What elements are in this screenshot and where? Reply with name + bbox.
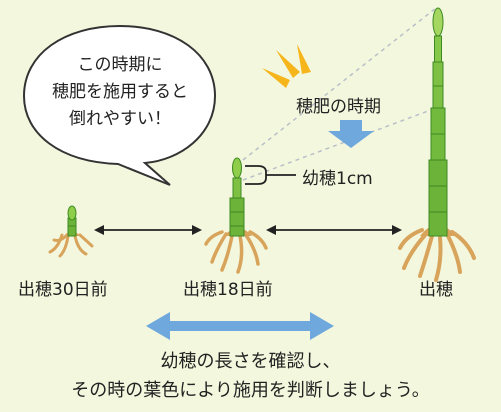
caption-line-2: その時の葉色により施用を判断しましょう。 (71, 380, 430, 401)
bubble-message: この時期に 穂肥を施用すると 倒れやすい！ (30, 52, 210, 133)
bubble-line-3: 倒れやすい！ (69, 109, 171, 129)
fertilizer-timing-label: 穂肥の時期 (296, 97, 381, 117)
bubble-line-2: 穂肥を施用すると (52, 82, 188, 102)
stage-label-18-days: 出穂18日前 (183, 280, 273, 300)
plant-30-days-before (48, 205, 94, 258)
timing-down-arrow-icon (328, 120, 374, 148)
plant-heading (398, 7, 476, 282)
young-panicle-label: 幼穂1cm (302, 169, 373, 189)
period-blue-arrow (146, 312, 334, 340)
stage-label-30-days: 出穂30日前 (18, 280, 108, 300)
bubble-line-1: この時期に (77, 55, 163, 75)
stage-label-heading: 出穂 (419, 280, 453, 300)
panicle-bracket (245, 165, 296, 185)
plant-18-days-before (204, 157, 268, 274)
speech-bubble (22, 24, 217, 186)
projection-lines (242, 7, 437, 181)
caption-line-1: 幼穂の長さを確認し、 (160, 351, 341, 372)
highlight-rays-icon (262, 44, 311, 88)
